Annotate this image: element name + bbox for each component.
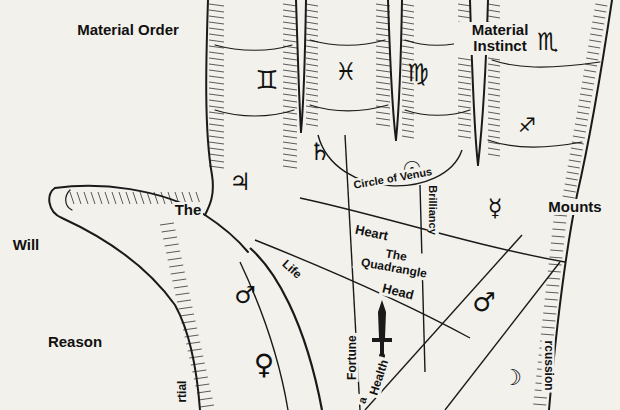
hand-label: Brilliancy <box>427 183 439 237</box>
hand-label: The <box>173 202 204 219</box>
hand-label: Material Instinct <box>454 22 546 55</box>
hand-label: rtial <box>176 379 189 405</box>
astro-symbol: ♂ <box>232 282 258 308</box>
hand-label: The Quadrangle <box>352 242 437 282</box>
astro-symbol: ♄ <box>307 139 333 165</box>
astro-symbol: ♓ <box>333 59 359 85</box>
hand-label: Fortune <box>345 334 358 383</box>
hand-label: Mounts <box>546 199 603 216</box>
hatching <box>70 4 607 407</box>
hand-label: Reason <box>46 334 104 351</box>
astro-symbol: ♀ <box>252 350 277 381</box>
palm-lines <box>240 135 565 410</box>
astro-symbol: ☽ <box>500 366 524 390</box>
hand-outline <box>49 0 612 410</box>
hand-label: Circle of Venus <box>351 165 435 191</box>
astro-symbol: ♐ <box>516 114 538 136</box>
astro-symbol: ♂ <box>470 288 497 317</box>
hand-label: rcussion <box>541 339 554 393</box>
astro-symbol: ♊ <box>253 66 280 95</box>
dagger-symbol <box>372 300 392 359</box>
astro-symbol: ♍ <box>405 60 431 86</box>
astro-symbol: ♃ <box>227 169 253 195</box>
hand-label: Life <box>278 257 306 284</box>
astro-symbol: ☿ <box>486 195 505 221</box>
hand-label: Heart <box>352 222 391 244</box>
hand-label: Health <box>366 357 391 400</box>
hand-label: Head <box>379 281 417 304</box>
hand-label: Material Order <box>75 22 181 39</box>
hand-label: Will <box>11 237 42 254</box>
astro-symbol: ♏ <box>535 29 561 55</box>
